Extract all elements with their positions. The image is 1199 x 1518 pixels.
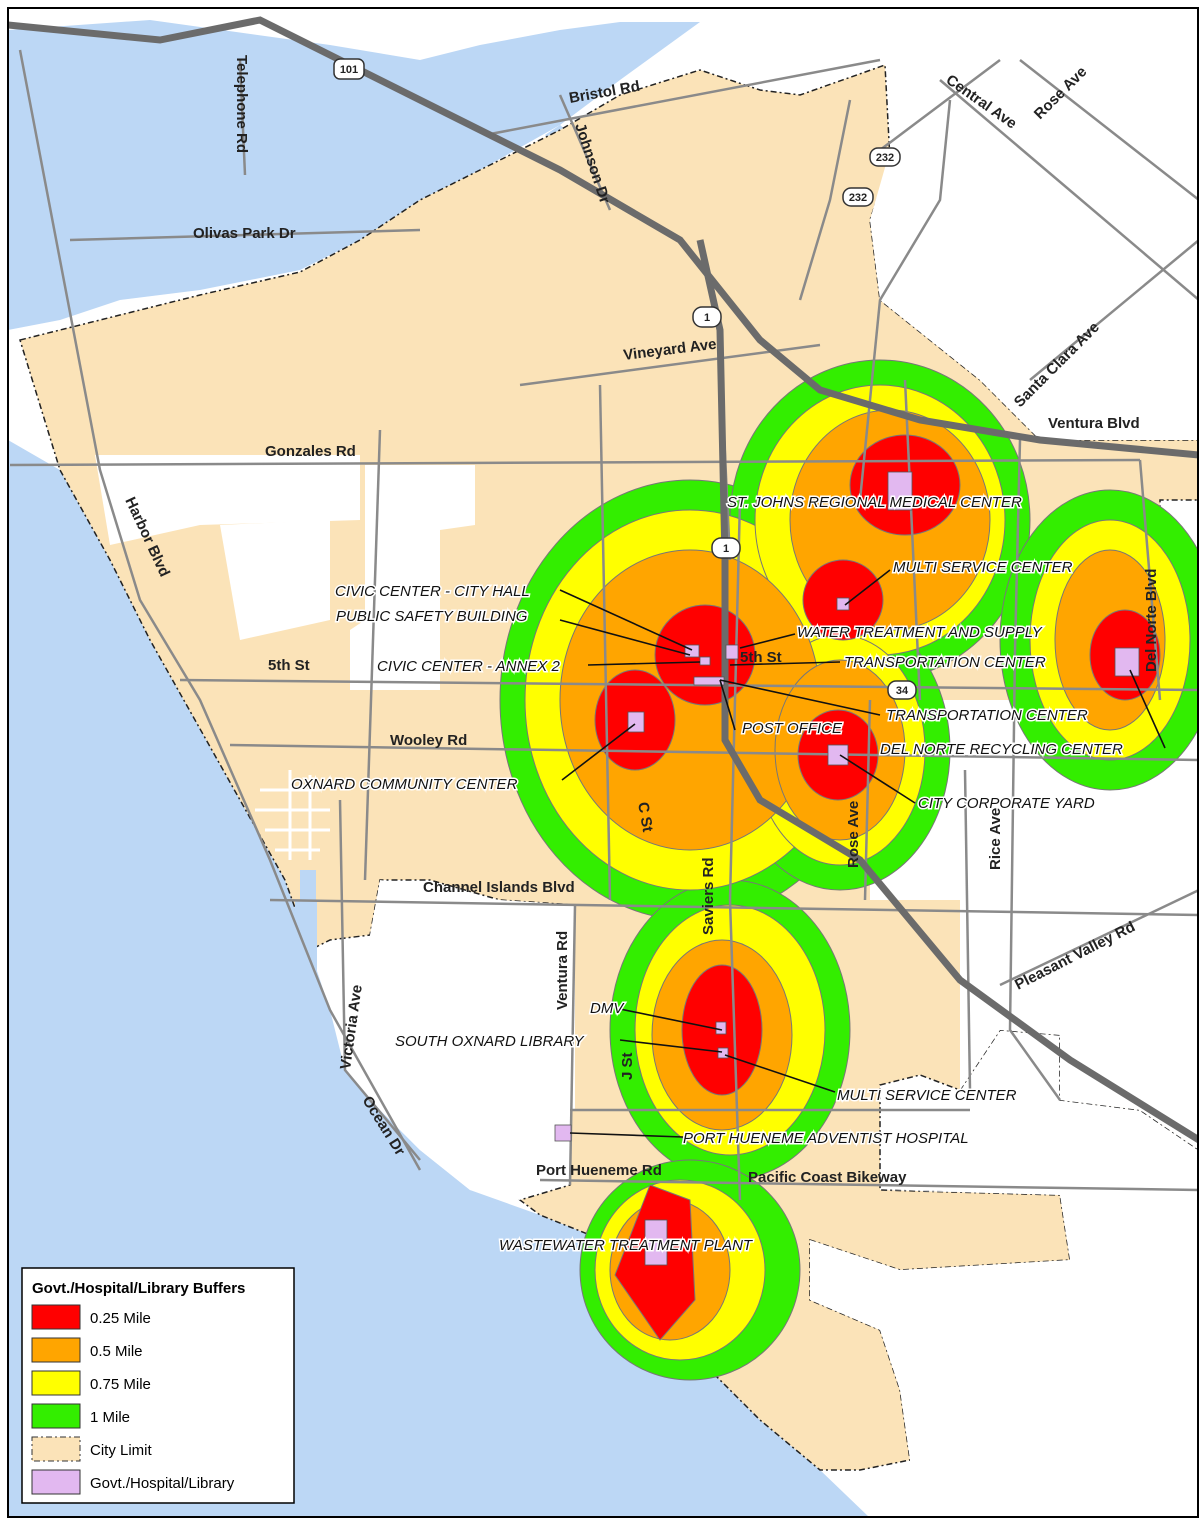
facility-labels: ST. JOHNS REGIONAL MEDICAL CENTER MULTI …: [290, 493, 1125, 1256]
road-label-ventura-blvd: Ventura Blvd: [1048, 415, 1140, 432]
us-101-freeway: [8, 16, 1199, 459]
label-transportation-2: TRANSPORTATION CENTER: [886, 707, 1088, 724]
road-label-c-st: C St: [634, 801, 656, 834]
legend-swatch-0: [31, 1304, 81, 1330]
channel-islands-harbor: [295, 870, 317, 1060]
road-label-del-norte: Del Norte Blvd: [1143, 569, 1160, 672]
legend-swatch-1: [31, 1337, 81, 1363]
unincorporated-southeast: [810, 1190, 1199, 1518]
label-multi-service-north: MULTI SERVICE CENTER: [893, 559, 1073, 576]
svg-text:1: 1: [704, 312, 710, 324]
leader-lines: [559, 569, 1166, 1138]
unincorporated-east: [870, 700, 1199, 1150]
label-del-norte-rc: DEL NORTE RECYCLING CENTER: [880, 741, 1123, 758]
shield-ca-232-b: 232: [842, 187, 874, 207]
label-wwtp: WASTEWATER TREATMENT PLANT: [499, 1237, 754, 1254]
shield-us-101: 101: [333, 58, 365, 80]
facility-community-center[interactable]: [627, 711, 645, 733]
road-label-wooley: Wooley Rd: [390, 732, 467, 749]
facility-st-johns[interactable]: [887, 471, 913, 511]
facility-hospital[interactable]: [554, 1124, 572, 1142]
label-transportation-1: TRANSPORTATION CENTER: [844, 654, 1046, 671]
unincorporated-northeast: [870, 150, 1199, 440]
svg-text:34: 34: [896, 685, 909, 697]
facility-city-hall[interactable]: [684, 644, 700, 658]
road-label-port-hueneme: Port Hueneme Rd: [536, 1162, 662, 1179]
road-label-5th-west: 5th St: [268, 657, 310, 674]
road-label-5th-east: 5th St: [740, 649, 782, 666]
road-label-gonzales: Gonzales Rd: [265, 443, 356, 460]
ocean: [8, 440, 870, 1518]
svg-text:232: 232: [876, 152, 894, 164]
facility-water-treatment[interactable]: [725, 644, 739, 660]
label-post-office: POST OFFICE: [742, 720, 843, 737]
legend-title: Govt./Hospital/Library Buffers: [32, 1280, 245, 1297]
facility-annex[interactable]: [699, 656, 711, 666]
road-label-ventura-rd: Ventura Rd: [554, 931, 571, 1010]
label-st-johns: ST. JOHNS REGIONAL MEDICAL CENTER: [727, 494, 1022, 511]
legend-swatch-4: [31, 1436, 81, 1462]
santa-clara-river: [8, 20, 700, 330]
harbor-channel: [8, 40, 45, 250]
road-label-bikeway: Pacific Coast Bikeway: [748, 1169, 907, 1186]
road-label-j-st: J St: [619, 1052, 636, 1080]
facility-wwtp[interactable]: [644, 1219, 668, 1266]
label-hospital: PORT HUENEME ADVENTIST HOSPITAL: [683, 1130, 969, 1147]
facility-corp-yard[interactable]: [827, 744, 849, 766]
legend-swatch-3: [31, 1403, 81, 1429]
facility-del-norte-rc[interactable]: [1114, 647, 1140, 677]
label-public-safety: PUBLIC SAFETY BUILDING: [336, 608, 528, 625]
road-label-rice: Rice Ave: [987, 808, 1004, 870]
ca-1-freeway: [696, 239, 1199, 1143]
unincorporated-west: [220, 520, 330, 640]
map-frame: [7, 7, 1199, 1518]
facility-library[interactable]: [717, 1047, 729, 1059]
legend-label-0: 0.25 Mile: [90, 1310, 151, 1327]
road-label-saviers: Saviers Rd: [700, 857, 717, 935]
legend: Govt./Hospital/Library Buffers 0.25 Mile…: [21, 1267, 295, 1504]
label-annex: CIVIC CENTER - ANNEX 2: [377, 658, 560, 675]
legend-label-4: City Limit: [90, 1442, 153, 1459]
road-label-telephone: Telephone Rd: [233, 55, 250, 153]
legend-label-3: 1 Mile: [90, 1409, 130, 1426]
unincorporated-south: [360, 880, 575, 1200]
freeways: [8, 16, 1199, 1143]
svg-text:232: 232: [849, 192, 867, 204]
svg-text:1: 1: [723, 543, 729, 555]
label-community-center: OXNARD COMMUNITY CENTER: [291, 776, 518, 793]
highway-shields: 101 232 232 1 1 34: [333, 58, 917, 700]
unincorporated-north: [95, 455, 360, 545]
label-water-treatment: WATER TREATMENT AND SUPPLY: [797, 624, 1043, 641]
label-corp-yard: CITY CORPORATE YARD: [918, 795, 1095, 812]
marina-streets: [255, 770, 330, 860]
label-dmv: DMV: [590, 1000, 625, 1017]
shield-ca-34: 34: [887, 680, 917, 700]
shield-ca-232-a: 232: [869, 147, 901, 167]
shield-ca-1-south: 1: [711, 537, 741, 559]
shield-ca-1-north: 1: [692, 306, 722, 328]
road-label-olivas: Olivas Park Dr: [193, 225, 296, 242]
legend-label-2: 0.75 Mile: [90, 1376, 151, 1393]
legend-label-1: 0.5 Mile: [90, 1343, 143, 1360]
legend-swatch-2: [31, 1370, 81, 1396]
label-library: SOUTH OXNARD LIBRARY: [395, 1033, 585, 1050]
road-label-rose-south: Rose Ave: [845, 801, 862, 868]
svg-text:101: 101: [340, 64, 358, 76]
facility-multi-service-north[interactable]: [836, 597, 850, 611]
unincorporated-center: [350, 465, 475, 690]
legend-label-5: Govt./Hospital/Library: [90, 1475, 235, 1492]
legend-swatch-5: [31, 1469, 81, 1495]
label-multi-service-south: MULTI SERVICE CENTER: [837, 1087, 1017, 1104]
road-label-channel-islands: Channel Islands Blvd: [423, 879, 575, 896]
facility-dmv[interactable]: [715, 1021, 727, 1035]
label-city-hall: CIVIC CENTER - CITY HALL: [335, 583, 530, 600]
